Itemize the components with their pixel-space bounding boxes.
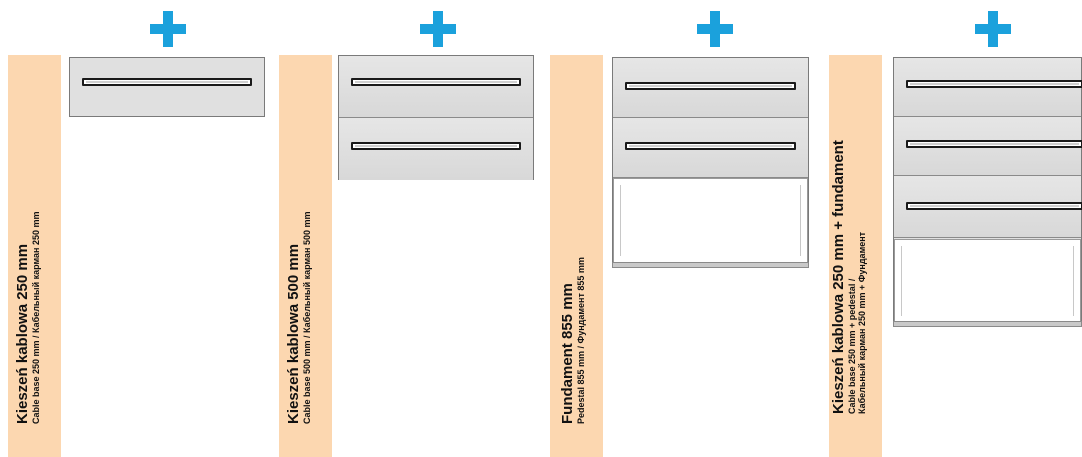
tier-lower xyxy=(339,118,533,180)
label-band-combo: Kieszeń kablowa 250 mm + fundament Cable… xyxy=(829,55,882,457)
panel-label-500: Kieszeń kablowa 500 mm Cable base 500 mm… xyxy=(285,211,312,424)
plus-icon xyxy=(420,11,456,47)
panel-title: Kieszeń kablowa 500 mm xyxy=(284,243,302,424)
cable-base-pedestal-module xyxy=(893,57,1082,327)
base-plate xyxy=(893,321,1082,327)
drawer-handle xyxy=(351,78,521,86)
pedestal-855-module xyxy=(612,57,809,268)
panel-subtitle: Cable base 250 mm / Кабельный карман 250… xyxy=(30,211,41,424)
tier-1 xyxy=(894,58,1082,117)
plus-icon xyxy=(150,11,186,47)
tier-upper xyxy=(613,58,808,118)
panel-title: Fundament 855 mm xyxy=(558,283,576,424)
panel-label-250: Kieszeń kablowa 250 mm Cable base 250 mm… xyxy=(14,211,41,424)
label-band-855: Fundament 855 mm Pedestal 855 mm / Фунда… xyxy=(550,55,603,457)
drawer-handle xyxy=(625,82,796,90)
panel-subtitle: Кабельный карман 250 mm + Фундамент xyxy=(856,231,867,414)
plus-icon xyxy=(697,11,733,47)
pedestal-frame xyxy=(613,178,808,263)
pedestal-frame xyxy=(894,239,1081,323)
panel-label-combo: Kieszeń kablowa 250 mm + fundament Cable… xyxy=(830,140,867,414)
pedestal-inner xyxy=(620,185,801,256)
drawer-handle xyxy=(906,140,1082,148)
panel-subtitle: Cable base 500 mm / Кабельный карман 500… xyxy=(301,211,312,424)
tier-2 xyxy=(894,117,1082,176)
panel-subtitle: Pedestal 855 mm / Фундамент 855 mm xyxy=(575,257,586,424)
label-band-250: Kieszeń kablowa 250 mm Cable base 250 mm… xyxy=(8,55,61,457)
base-plate xyxy=(612,262,809,268)
label-band-500: Kieszeń kablowa 500 mm Cable base 500 mm… xyxy=(279,55,332,457)
tier-upper xyxy=(339,56,533,118)
pedestal-inner xyxy=(901,246,1074,316)
panel-label-855: Fundament 855 mm Pedestal 855 mm / Фунда… xyxy=(559,257,586,424)
panel-title: Kieszeń kablowa 250 mm xyxy=(13,243,31,424)
cable-base-500-module xyxy=(338,55,534,180)
tier-3 xyxy=(894,176,1082,238)
tier-middle xyxy=(613,118,808,178)
drawer-handle xyxy=(82,78,252,86)
plus-icon xyxy=(975,11,1011,47)
drawer-handle xyxy=(351,142,521,150)
panel-title: Kieszeń kablowa 250 mm + fundament xyxy=(829,140,847,414)
drawer-handle xyxy=(625,142,796,150)
panel-subtitle: Cable base 250 mm + pedestal / xyxy=(846,278,857,414)
drawer-handle xyxy=(906,80,1082,88)
cable-base-250-module xyxy=(69,57,265,117)
drawer-handle xyxy=(906,202,1082,210)
